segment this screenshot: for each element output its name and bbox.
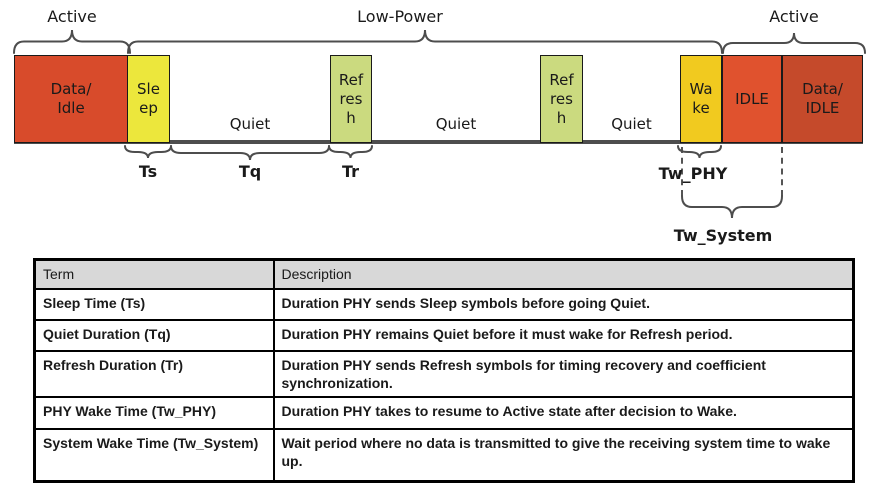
quiet-label-2: Quiet xyxy=(435,115,477,133)
quiet-label-3: Quiet xyxy=(611,115,652,133)
block-idle: IDLE xyxy=(722,55,782,143)
tq-brace xyxy=(170,145,330,161)
table-row: Refresh Duration (Tr) Duration PHY sends… xyxy=(33,350,855,398)
definition-table: Term Description Sleep Time (Ts) Duratio… xyxy=(33,258,855,483)
brace-path xyxy=(13,29,131,54)
ts-brace xyxy=(124,145,172,159)
tq-label: Tq xyxy=(238,162,262,181)
tw-phy-label: Tw_PHY xyxy=(658,164,728,183)
brace-path xyxy=(722,32,866,54)
block-wake: Wa ke xyxy=(680,55,722,143)
description-cell: Wait period where no data is transmitted… xyxy=(272,428,855,482)
tr-brace xyxy=(328,145,373,159)
tw-phy-brace xyxy=(677,145,722,159)
description-cell: Duration PHY takes to resume to Active s… xyxy=(272,396,855,430)
table-row: System Wake Time (Tw_System) Wait period… xyxy=(33,428,855,482)
brace-path xyxy=(677,145,722,159)
block-data-idle-left: Data/ Idle xyxy=(14,55,128,143)
active-left-brace xyxy=(13,29,131,54)
active-right-brace xyxy=(722,32,866,54)
term-cell: Quiet Duration (Tq) xyxy=(33,319,275,352)
brace-path xyxy=(681,195,783,219)
brace-path xyxy=(328,145,373,159)
block-refresh-2: Ref res h xyxy=(540,55,583,143)
signal-baseline xyxy=(14,140,863,144)
term-column-header: Term xyxy=(33,258,275,290)
description-column-header: Description xyxy=(272,258,855,290)
active-left-label: Active xyxy=(47,7,97,26)
block-refresh-1: Ref res h xyxy=(330,55,372,143)
term-cell: System Wake Time (Tw_System) xyxy=(33,428,275,482)
block-sleep: Sle ep xyxy=(127,55,170,143)
low-power-label: Low-Power xyxy=(357,7,443,26)
table-row: PHY Wake Time (Tw_PHY) Duration PHY take… xyxy=(33,396,855,430)
idle-end-dashed-line xyxy=(781,147,783,196)
brace-path xyxy=(170,145,330,161)
term-cell: Refresh Duration (Tr) xyxy=(33,350,275,398)
active-right-label: Active xyxy=(769,7,819,26)
term-cell: PHY Wake Time (Tw_PHY) xyxy=(33,396,275,430)
block-data-idle-right: Data/ IDLE xyxy=(782,55,863,143)
table-row: Sleep Time (Ts) Duration PHY sends Sleep… xyxy=(33,288,855,321)
table-row: Quiet Duration (Tq) Duration PHY remains… xyxy=(33,319,855,352)
term-cell: Sleep Time (Ts) xyxy=(33,288,275,321)
tr-label: Tr xyxy=(341,162,360,181)
brace-path xyxy=(124,145,172,159)
tw-system-brace xyxy=(681,195,783,219)
brace-path xyxy=(127,29,723,54)
wake-start-dashed-line xyxy=(681,147,683,196)
description-cell: Duration PHY sends Sleep symbols before … xyxy=(272,288,855,321)
tw-system-label: Tw_System xyxy=(673,226,773,245)
ts-label: Ts xyxy=(138,162,158,181)
low-power-brace xyxy=(127,29,723,54)
table-header-row: Term Description xyxy=(33,258,855,290)
description-cell: Duration PHY remains Quiet before it mus… xyxy=(272,319,855,352)
quiet-label-1: Quiet xyxy=(229,115,271,133)
description-cell: Duration PHY sends Refresh symbols for t… xyxy=(272,350,855,398)
